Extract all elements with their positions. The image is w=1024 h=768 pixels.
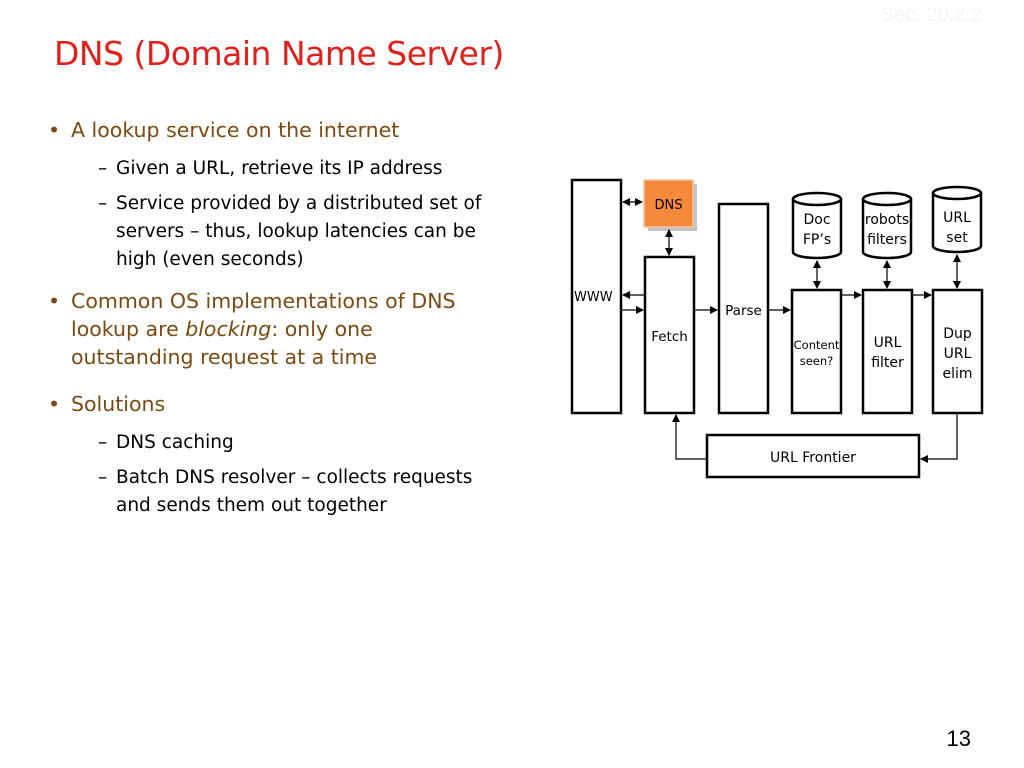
bullet-item: • Common OS implementations of DNS looku… [46,287,486,371]
www-label: WWW [574,290,613,305]
robots-filters-label-2: filters [867,232,907,248]
url-filter-label-2: filter [871,355,904,371]
doc-fps-store [791,191,843,260]
dup-frontier-arrow [920,413,958,463]
dash-icon: – [98,193,108,214]
slide-title: DNS (Domain Name Server) [54,34,504,73]
dup-url-elim-label-2: URL [944,346,972,362]
sub-bullet-text: DNS caching [116,432,234,453]
www-box [570,178,623,415]
dash-icon: – [98,432,108,453]
bullet-dot-icon: • [48,392,61,416]
bullet-text-emphasis: blocking [185,317,272,341]
bullet-item: • A lookup service on the internet [46,116,486,144]
fetch-label: Fetch [651,329,688,345]
robots-filters-label-1: robots [865,212,909,228]
url-frontier-label: URL Frontier [770,450,856,466]
bullet-item: • Solutions [46,390,486,418]
sub-bullet-text: Batch DNS resolver – collects requests a… [116,467,473,516]
bullet-dot-icon: • [48,118,61,142]
dns-box [643,179,694,228]
parse-label: Parse [725,303,762,319]
section-reference: Sec. 20.2.2 [880,4,982,26]
sub-bullet-item: – DNS caching [46,429,486,457]
bullet-text: Solutions [71,392,166,416]
url-set-store [931,185,983,254]
url-filter-label-1: URL [874,335,902,351]
fetch-box [643,255,696,415]
url-set-label-1: URL [943,210,971,226]
dns-label: DNS [655,198,683,213]
bullet-text-before: Common OS implementations of DNS lookup … [71,289,456,341]
dash-icon: – [98,158,108,179]
dup-url-elim-label-1: Dup [943,326,972,342]
sub-bullet-item: – Batch DNS resolver – collects requests… [46,464,486,520]
sub-bullet-text: Given a URL, retrieve its IP address [116,158,443,179]
content-seen-box [790,288,843,415]
bullet-dot-icon: • [48,289,61,313]
parse-box [717,202,770,415]
dup-url-elim-label-3: elim [942,366,972,382]
sub-bullet-item: – Service provided by a distributed set … [46,190,486,274]
sub-bullet-text: Service provided by a distributed set of… [116,193,482,270]
connectors [621,198,961,463]
frontier-fetch-arrow [672,414,707,460]
content-seen-label-2: seen? [800,354,834,368]
bullet-text: A lookup service on the internet [71,118,400,142]
page-number: 13 [946,726,971,751]
dash-icon: – [98,467,108,488]
bullet-text-after: : only one outstanding request at a time [71,317,378,369]
robots-filters-store [861,191,913,260]
sub-bullet-item: – Given a URL, retrieve its IP address [46,155,486,183]
doc-fps-label-2: FP’s [803,232,831,248]
url-set-label-2: set [946,230,968,246]
doc-fps-label-1: Doc [803,212,830,228]
url-filter-box [861,288,914,415]
bullet-list: • A lookup service on the internet – Giv… [46,116,486,527]
url-frontier-box [705,433,921,479]
content-seen-label-1: Content [794,338,840,352]
